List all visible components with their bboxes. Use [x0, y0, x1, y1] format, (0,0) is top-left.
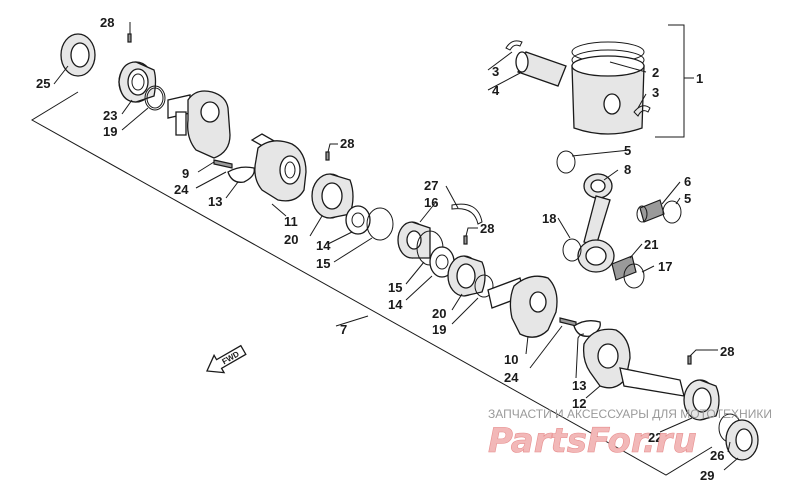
washer-14-left-inner [351, 212, 365, 228]
washer-13-right [573, 320, 601, 337]
callout-20: 20 [432, 306, 446, 321]
watermark-logo: PartsFor.ru [488, 421, 697, 461]
bearing-23 [118, 61, 157, 103]
washer-17 [623, 263, 645, 289]
callout-23: 23 [103, 108, 117, 123]
connecting-rod-8 [577, 173, 615, 273]
callout-24: 24 [504, 370, 519, 385]
washer-13-left [227, 166, 255, 183]
callout-3: 3 [652, 85, 659, 100]
callout-5: 5 [624, 143, 631, 158]
callout-6: 6 [684, 174, 691, 189]
labyrinth-seal-16 [397, 221, 431, 259]
callout-29: 29 [700, 468, 714, 483]
callout-9: 9 [182, 166, 189, 181]
needle-bearing-21 [611, 255, 637, 281]
washer-18 [562, 238, 582, 262]
washer-14-left [345, 205, 371, 235]
callout-3: 3 [492, 64, 499, 79]
callout-28: 28 [340, 136, 354, 151]
callout-4: 4 [492, 83, 500, 98]
washer-14-center-inner [435, 254, 449, 270]
callout-13: 13 [208, 194, 222, 209]
watermark: ЗАПЧАСТИ И АКСЕССУАРЫ ДЛЯ МОТОТЕХНИКИ Pa… [488, 407, 772, 461]
bearing-20-left [311, 173, 354, 219]
callout-24: 24 [174, 182, 189, 197]
callout-26: 26 [710, 448, 724, 463]
callout-19: 19 [432, 322, 446, 337]
crankshaft-assembly-outline [31, 91, 713, 476]
pin-28-center [463, 235, 468, 245]
callout-13: 13 [572, 378, 586, 393]
callout-14: 14 [316, 238, 331, 253]
callout-8: 8 [624, 162, 631, 177]
o-ring-19-right [474, 274, 494, 298]
callout-18: 18 [542, 211, 556, 226]
callout-5: 5 [684, 191, 691, 206]
callout-11: 11 [284, 214, 298, 229]
washer-5-top [556, 150, 576, 174]
crank-half-12 [582, 328, 685, 397]
circlip-3-bottom [633, 105, 651, 117]
callout-15: 15 [316, 256, 330, 271]
crank-half-10 [487, 275, 558, 338]
callout-17: 17 [658, 259, 672, 274]
callout-20: 20 [284, 232, 298, 247]
callout-28: 28 [100, 15, 114, 30]
callout-22: 22 [648, 430, 662, 445]
pin-24-left [213, 159, 233, 169]
o-ring-19-left [144, 85, 166, 111]
needle-bearing-6 [636, 199, 665, 223]
circlip-3-top [505, 40, 523, 51]
pin-28-right [687, 355, 692, 365]
ring-15-left [366, 207, 394, 241]
callout-25: 25 [36, 76, 50, 91]
pin-28-left [127, 33, 132, 43]
callout-1: 1 [696, 71, 703, 86]
crank-half-11 [250, 133, 307, 202]
washer-5-right [662, 200, 682, 224]
callout-16: 16 [424, 195, 438, 210]
callout-12: 12 [572, 396, 586, 411]
callout-21: 21 [644, 237, 658, 252]
circlip-27 [451, 203, 483, 225]
callout-2: 2 [652, 65, 659, 80]
callout-7: 7 [340, 322, 347, 337]
callout-28: 28 [480, 221, 494, 236]
piston-pin-4 [515, 51, 567, 87]
bearing-22 [683, 379, 720, 421]
callout-27: 27 [424, 178, 438, 193]
seal-29 [725, 419, 759, 461]
callout-10: 10 [504, 352, 518, 367]
watermark-caption: ЗАПЧАСТИ И АКСЕССУАРЫ ДЛЯ МОТОТЕХНИКИ [488, 407, 772, 421]
piston-group-bracket [655, 24, 685, 138]
callout-14: 14 [388, 297, 403, 312]
callout-28: 28 [720, 344, 734, 359]
callout-labels: 28 25 23 19 9 24 13 28 11 20 14 15 27 16… [36, 15, 734, 483]
callout-15: 15 [388, 280, 402, 295]
leader-lines [53, 22, 739, 471]
crank-half-9 [167, 90, 231, 159]
callout-19: 19 [103, 124, 117, 139]
seal-25 [60, 33, 96, 77]
piston-1 [571, 55, 645, 135]
fwd-direction-arrow: FWD [205, 344, 247, 374]
pin-28-mid [325, 151, 330, 161]
pin-24-right [559, 317, 577, 327]
